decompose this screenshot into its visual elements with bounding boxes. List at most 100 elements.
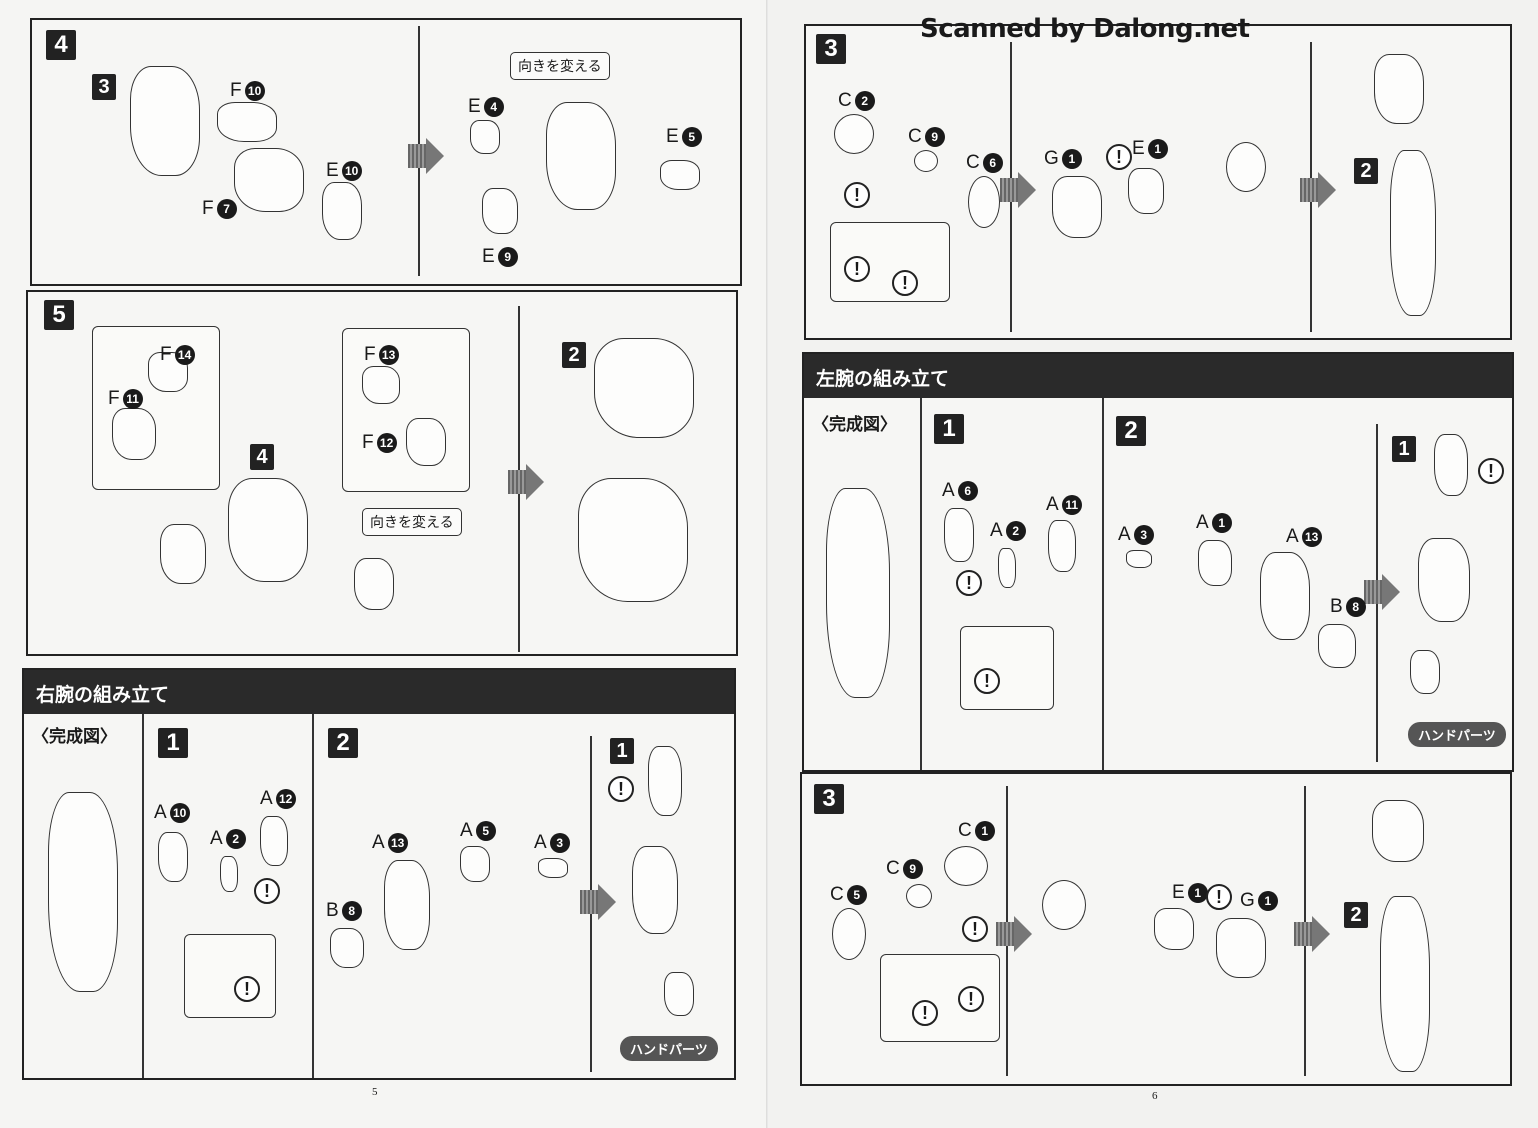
part-illustration [1128,168,1164,214]
flow-arrow [1364,580,1382,604]
part-illustration [482,188,518,234]
complete-caption: 〈完成図〉 [812,415,897,434]
flow-arrow [408,144,426,168]
warning-icon: ! [958,986,984,1012]
flow-arrow-head [598,884,616,920]
part-illustration [322,182,362,240]
flow-arrow [1300,178,1318,202]
hand-parts-badge: ハンドパーツ [1408,722,1506,747]
part-illustration [1048,520,1076,572]
warning-icon: ! [956,570,982,596]
page-number: 5 [372,1086,378,1098]
part-illustration [1154,908,1194,950]
part-illustration [906,884,932,908]
section-header: 左腕の組み立て [804,354,1512,398]
warning-icon: ! [974,668,1000,694]
hand-parts-badge: ハンドパーツ [620,1036,718,1061]
part-illustration [354,558,394,610]
part-illustration [1260,552,1310,640]
part-illustration [1226,142,1266,192]
part-illustration [1374,54,1424,124]
part-illustration [1126,550,1152,568]
part-illustration [158,832,188,882]
callout-text: 向きを変える [510,52,610,80]
divider [142,714,144,1078]
part-illustration [594,338,694,438]
flow-arrow [1000,178,1018,202]
part-illustration [460,846,490,882]
ref-number: 2 [1354,158,1378,184]
part-illustration [944,508,974,562]
ref-number: 4 [250,444,274,470]
part-illustration [968,176,1000,228]
step-number: 2 [1116,416,1146,446]
part-illustration [546,102,616,210]
flow-arrow-head [426,138,444,174]
part-illustration [1434,434,1468,496]
part-illustration [660,160,700,190]
divider [312,714,314,1078]
warning-icon: ! [1478,458,1504,484]
part-illustration [648,746,682,816]
warning-icon: ! [892,270,918,296]
part-illustration [832,908,866,960]
detail-box [342,328,470,492]
part-illustration [1380,896,1430,1072]
step-number: 3 [814,784,844,814]
detail-box [960,626,1054,710]
part-illustration [1410,650,1440,694]
warning-icon: ! [608,776,634,802]
part-illustration [330,928,364,968]
part-illustration [1318,624,1356,668]
watermark: Scanned by Dalong.net [920,14,1250,44]
part-illustration [944,846,988,886]
divider [1102,398,1104,770]
part-illustration [48,792,118,992]
part-illustration [1198,540,1232,586]
warning-icon: ! [962,916,988,942]
part-illustration [362,366,400,404]
part-illustration [914,150,938,172]
part-illustration [1418,538,1470,622]
ref-number: 1 [610,738,634,764]
detail-box [184,934,276,1018]
flow-arrow-head [1318,172,1336,208]
warning-icon: ! [1106,144,1132,170]
flow-arrow [580,890,598,914]
part-illustration [260,816,288,866]
part-illustration [998,548,1016,588]
flow-arrow-head [1382,574,1400,610]
part-illustration [234,148,304,212]
part-illustration [1372,800,1424,862]
flow-arrow-head [1312,916,1330,952]
warning-icon: ! [844,256,870,282]
part-illustration [1052,176,1102,238]
part-illustration [228,478,308,582]
